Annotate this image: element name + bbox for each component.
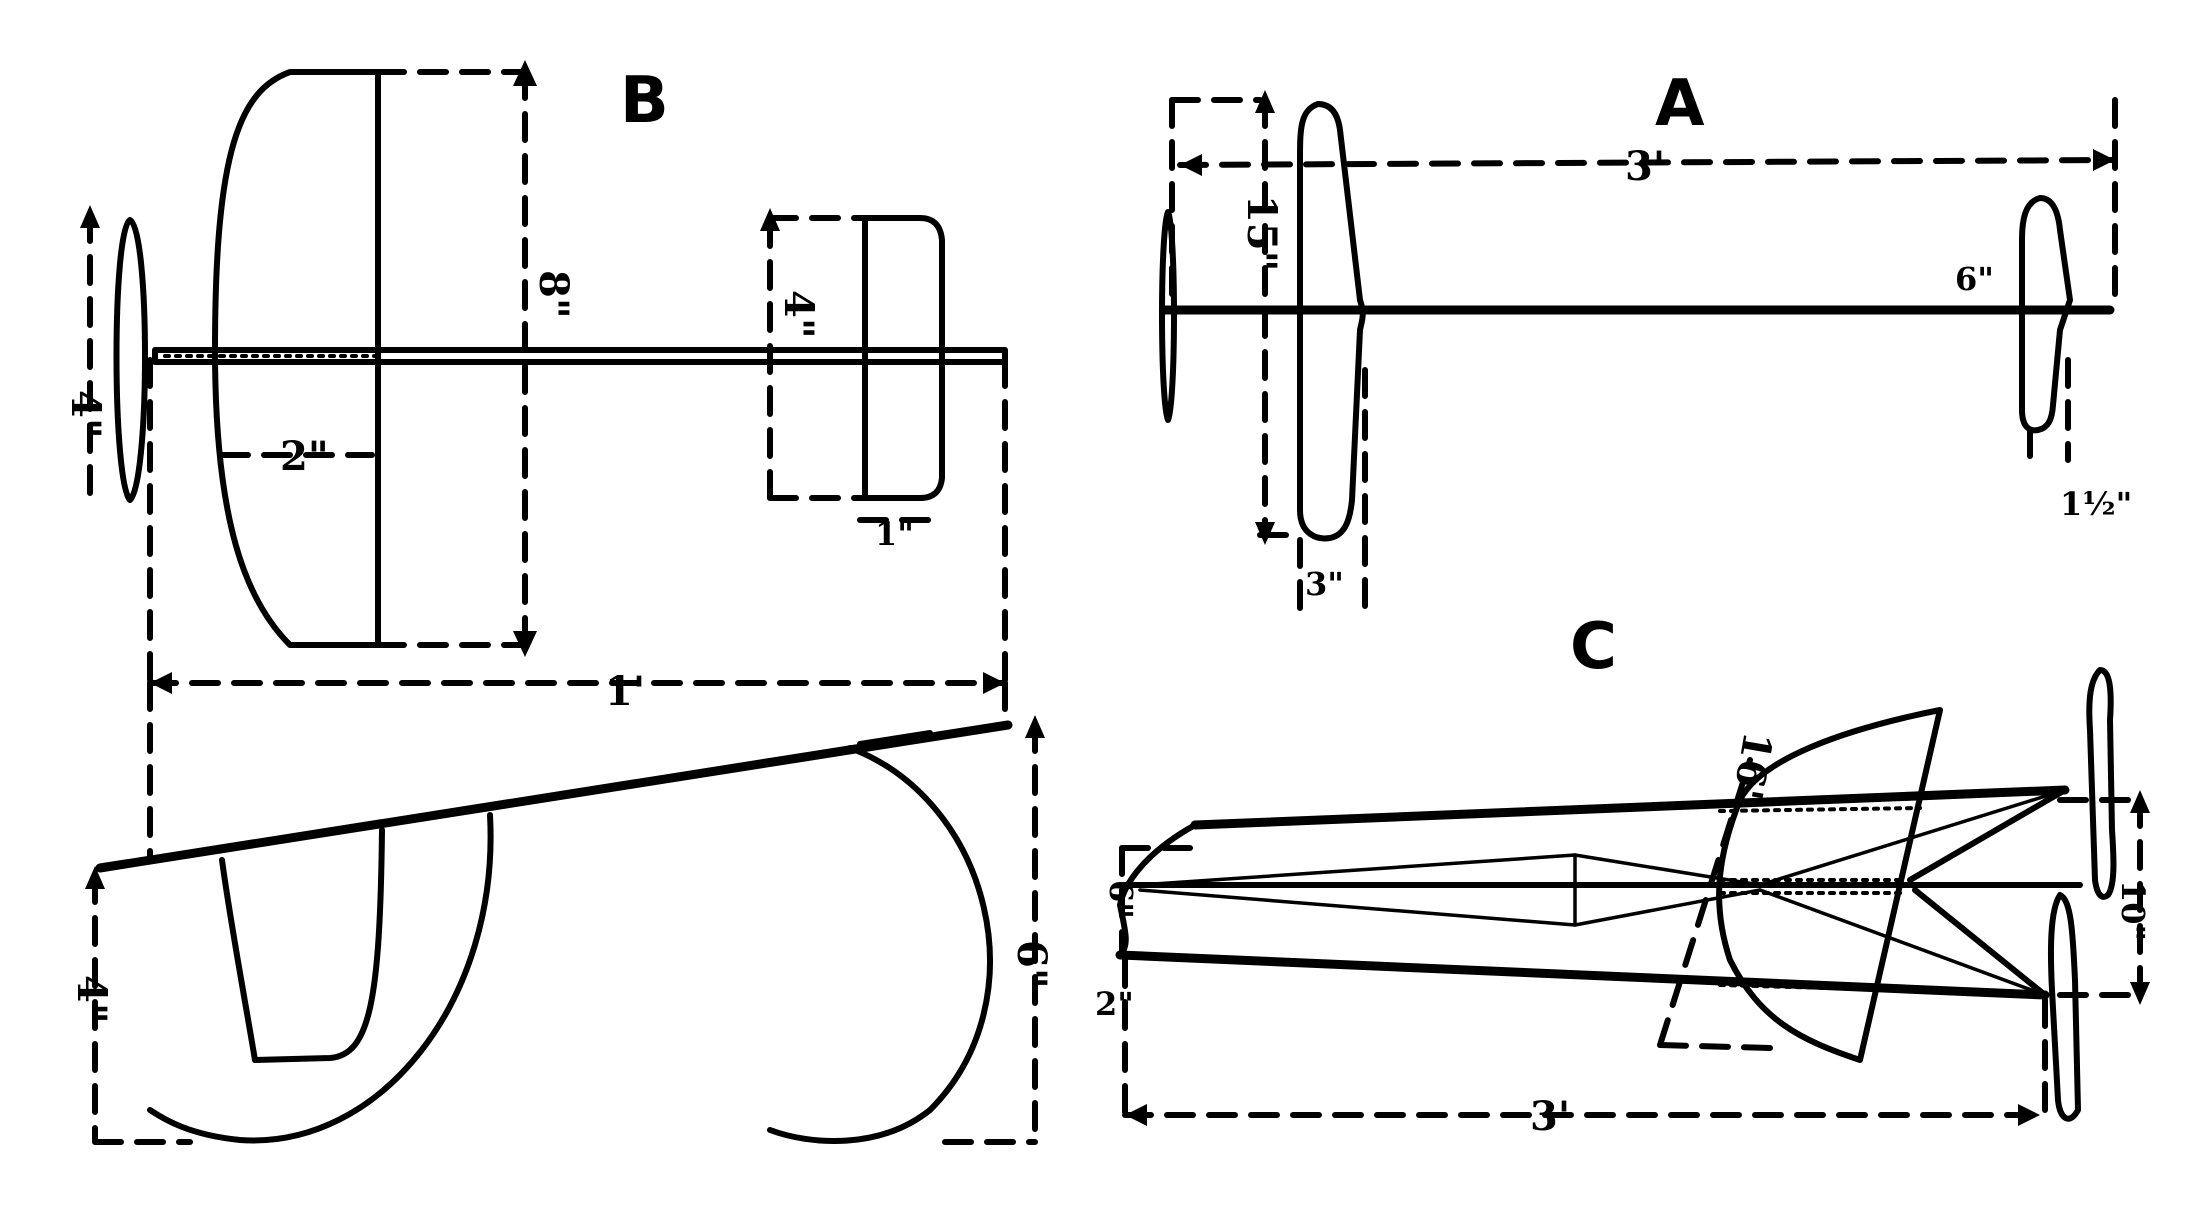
- propeller-a: [1159, 209, 1177, 423]
- dim-a-wing-chord: 3": [1305, 565, 1344, 603]
- dim-b-wing-span: 8": [530, 270, 577, 319]
- rear-skid-b: [767, 745, 993, 1145]
- dim-c-length: 3': [1530, 1093, 1570, 1140]
- front-skid-b: [219, 827, 385, 1063]
- bottom-rail-c: [1115, 950, 2050, 1000]
- dim-b-rear-height: 6": [1008, 940, 1055, 989]
- dim-c-tail-height: 10": [2114, 880, 2152, 941]
- figure-b-side-view: 4" 6": [68, 715, 1055, 1145]
- top-rail-c: [1190, 785, 2070, 830]
- main-wing-b: [212, 69, 381, 648]
- dim-b-tail-span: 4": [775, 290, 822, 339]
- fuselage-stick-b: [152, 347, 1008, 365]
- figure-a-top-view: A 3' 15" 3" 6" 1½": [1159, 67, 2132, 623]
- propeller-c: [2086, 667, 2117, 900]
- tail-plane-a: [2019, 195, 2073, 434]
- dim-b-tail-chord: 1": [875, 515, 914, 553]
- dim-a-tail-chord: 1½": [2060, 485, 2132, 523]
- main-wing-a: [1297, 101, 1366, 542]
- dim-a-tail-span: 6": [1955, 260, 1994, 298]
- figure-label-a: A: [1655, 67, 1705, 141]
- dim-b-overall-length: 1': [605, 668, 645, 715]
- figure-b-plan-view: B 8" 4" 2" 4" 1" 1': [62, 60, 1008, 863]
- dim-a-wing-span: 15": [1238, 195, 1285, 272]
- tail-plane-b: [862, 215, 945, 501]
- front-skid-curve-b: [147, 812, 494, 1144]
- dim-b-wing-chord: 2": [280, 433, 329, 480]
- dim-b-front-height: 4": [68, 975, 115, 1024]
- figure-c-perspective-view: C 6" 2" 16" 3' 10": [1095, 610, 2152, 1140]
- dim-c-skid-height: 2": [1095, 985, 1134, 1023]
- dim-b-tip-height: 4": [62, 390, 109, 439]
- main-wing-c: [1716, 707, 1943, 1063]
- dim-a-length: 3': [1625, 143, 1665, 190]
- dim-c-front-height: 6": [1102, 880, 1140, 919]
- propeller-b: [113, 217, 148, 503]
- figure-label-b: B: [620, 64, 669, 138]
- figure-label-c: C: [1570, 610, 1617, 684]
